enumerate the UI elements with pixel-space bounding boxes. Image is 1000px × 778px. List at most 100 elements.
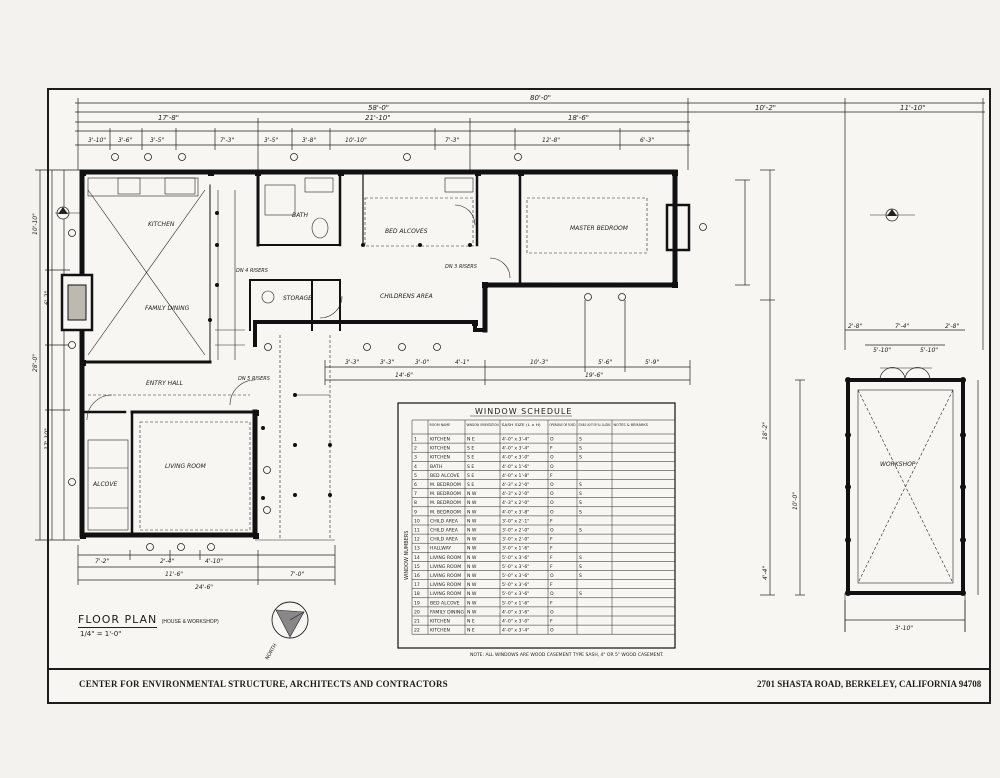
schedule-cell: S [579, 482, 582, 488]
dim-mid-4: 4'-1" [455, 359, 469, 366]
schedule-cell: KITCHEN [430, 628, 450, 634]
dim-mid-7: 5'-9" [645, 359, 659, 366]
schedule-cell: 4'-3" x 2'-0" [502, 500, 529, 506]
window-schedule-note: NOTE: ALL WINDOWS ARE WOOD CASEMENT TYPE… [470, 652, 663, 658]
schedule-header-cell: NOTES & REMARKS [614, 422, 649, 427]
schedule-cell: N W [467, 546, 477, 552]
schedule-cell: S E [467, 455, 474, 461]
schedule-cell: F [550, 546, 553, 552]
schedule-cell: 19 [414, 600, 420, 606]
schedule-cell: 3'-0" x 1'-6" [502, 546, 529, 552]
schedule-cell: CHILD AREA [430, 528, 459, 534]
stair-dn-4: DN 4 RISERS [236, 268, 269, 274]
dim-mid-5: 10'-3" [530, 359, 548, 366]
schedule-cell: 4'-0" x 3'-4" [502, 446, 529, 452]
north-arrow: NORTH [265, 601, 309, 661]
schedule-cell: N W [467, 518, 477, 524]
schedule-cell: N W [467, 555, 477, 561]
dim-house-total: 58'-0" [368, 104, 389, 112]
room-entry-hall: ENTRY HALL [146, 380, 183, 387]
schedule-cell: N W [467, 537, 477, 543]
schedule-cell: BED ALCOVE [430, 600, 460, 606]
schedule-header-cell: WINDOW ORIENTATION [467, 422, 499, 427]
dim-seg-2: 21'-10" [365, 114, 390, 122]
schedule-cell: 5'-0" x 3'-6" [502, 555, 529, 561]
schedule-cell: 2 [414, 446, 417, 452]
dim-overall: 80'-0" [530, 94, 551, 102]
schedule-cell: 1 [414, 437, 417, 443]
dim-fine-4: 7'-3" [220, 137, 234, 144]
dim-fine-3: 3'-5" [150, 137, 164, 144]
dim-fine-5: 3'-5" [264, 137, 278, 144]
dim-ws-3: 2'-8" [945, 323, 959, 330]
schedule-cell: S [579, 437, 582, 443]
schedule-cell: 4'-0" x 3'-4" [502, 628, 529, 634]
schedule-cell: N W [467, 573, 477, 579]
schedule-cell: 3'-0" x 2'-0" [502, 528, 529, 534]
schedule-cell: 3'-0" x 2'-1" [502, 518, 529, 524]
section-marker-left [55, 206, 80, 220]
schedule-cell: S [579, 591, 582, 597]
schedule-cell: M. BEDROOM [430, 509, 461, 515]
schedule-cell: 5'-0" x 3'-6" [502, 591, 529, 597]
room-storage: STORAGE [283, 295, 312, 302]
schedule-cell: F [550, 518, 553, 524]
dim-mid-8: 14'-6" [395, 372, 413, 379]
schedule-cell: O [550, 628, 554, 634]
schedule-cell: N E [467, 628, 475, 634]
schedule-cell: F [550, 619, 553, 625]
dim-ws-1: 2'-8" [848, 323, 862, 330]
schedule-header-cell: SASH SIZE (L x H) [502, 422, 542, 427]
dim-mid-9: 19'-6" [585, 372, 603, 379]
schedule-cell: S [579, 509, 582, 515]
schedule-cell: N W [467, 528, 477, 534]
schedule-cell: 22 [414, 628, 420, 634]
dim-left-2: 6'-2" [44, 291, 51, 305]
schedule-cell: O [550, 455, 554, 461]
schedule-cell: O [550, 528, 554, 534]
dim-fine-10: 6'-3" [640, 137, 654, 144]
schedule-cell: 5 [414, 473, 417, 479]
schedule-cell: LIVING ROOM [430, 591, 461, 597]
dim-ws-6: 18'-2" [762, 422, 769, 440]
schedule-cell: M. BEDROOM [430, 491, 461, 497]
schedule-cell: O [550, 491, 554, 497]
dim-bottom-5: 7'-0" [290, 571, 304, 578]
schedule-cell: HALLWAY [430, 546, 451, 552]
schedule-cell: LIVING ROOM [430, 582, 461, 588]
schedule-cell: N W [467, 564, 477, 570]
plan-title: FLOOR PLAN [78, 613, 158, 628]
schedule-cell: KITCHEN [430, 446, 450, 452]
schedule-cell: F [550, 473, 553, 479]
stair-dn-5: DN 5 RISERS [238, 376, 271, 382]
dim-bottom-1: 7'-2" [95, 558, 109, 565]
schedule-cell: 18 [414, 591, 420, 597]
dim-fine-9: 12'-8" [542, 137, 560, 144]
dim-left-3: 28'-0" [32, 354, 39, 372]
dim-seg-1: 17'-8" [158, 114, 179, 122]
schedule-cell: 10 [414, 518, 420, 524]
schedule-cell: 3'-0" x 2'-0" [502, 537, 529, 543]
schedule-header-cell: ROOM NAME [430, 422, 451, 427]
schedule-cell: 21 [414, 619, 420, 625]
dim-left-1: 10'-10" [32, 213, 39, 235]
schedule-cell: 4'-0" x 1'-8" [502, 473, 529, 479]
schedule-cell: 8 [414, 500, 417, 506]
dim-fine-1: 3'-10" [88, 137, 106, 144]
schedule-cell: S E [467, 464, 474, 470]
dim-bottom-2: 2'-4" [160, 558, 174, 565]
schedule-cell: S [579, 500, 582, 506]
schedule-cell: 4'-0" x 3'-0" [502, 455, 529, 461]
dim-mid-2: 3'-3" [380, 359, 394, 366]
schedule-cell: S [579, 446, 582, 452]
schedule-cell: 4'-0" x 3'-0" [502, 619, 529, 625]
schedule-cell: LIVING ROOM [430, 573, 461, 579]
schedule-cell: CHILD AREA [430, 537, 459, 543]
window-schedule-side-label: WINDOW NUMBERS [404, 531, 410, 580]
room-childrens-area: CHILDRENS AREA [380, 293, 433, 300]
dim-seg-3: 18'-6" [568, 114, 589, 122]
schedule-cell: 5'-0" x 1'-6" [502, 600, 529, 606]
schedule-cell: 4'-0" x 3'-4" [502, 437, 529, 443]
dim-ws-5: 5'-10" [920, 347, 938, 354]
